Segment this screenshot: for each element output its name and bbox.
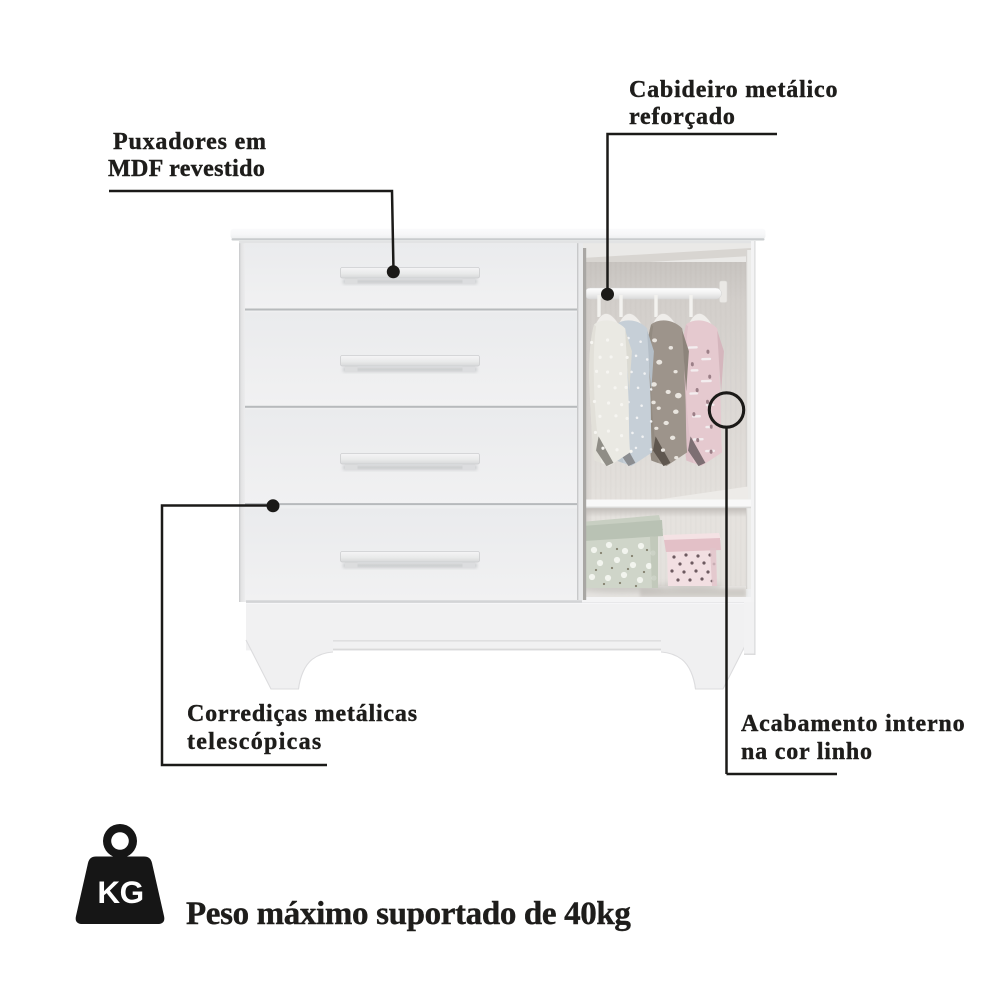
svg-text:KG: KG: [97, 874, 143, 910]
